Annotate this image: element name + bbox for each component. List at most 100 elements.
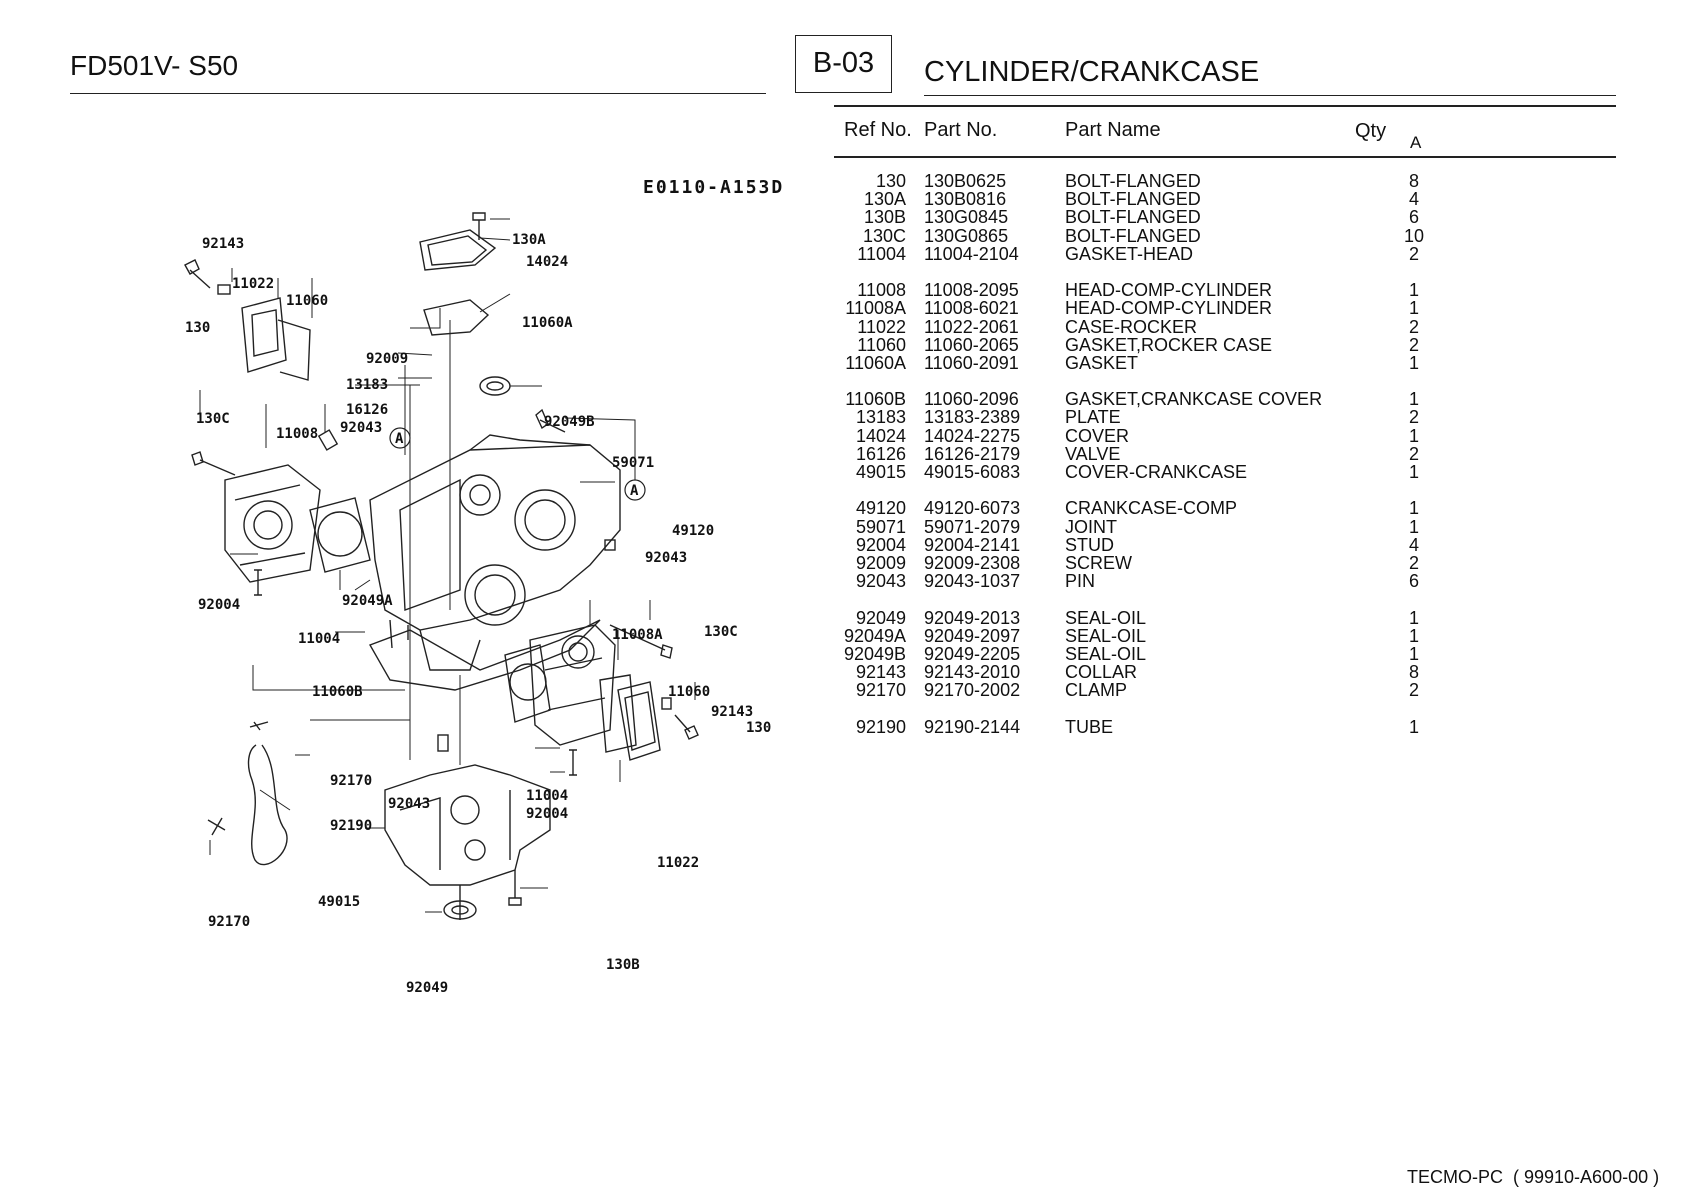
part-name: GASKET-HEAD xyxy=(1065,243,1194,264)
part-qty: 1 xyxy=(1408,462,1419,482)
part-name: GASKET,CRANKCASE COVER xyxy=(1065,389,1323,410)
part-qty: 1 xyxy=(1408,625,1419,646)
part-name: HEAD-COMP-CYLINDER xyxy=(1065,298,1273,319)
part-number: 13183-2389 xyxy=(924,407,1021,428)
callout-label: 92143 xyxy=(202,236,244,252)
part-ref-no: 92049A xyxy=(843,625,906,646)
callout-label: 13183 xyxy=(346,377,388,393)
part-name: HEAD-COMP-CYLINDER xyxy=(1065,280,1273,301)
part-qty: 1 xyxy=(1408,516,1419,537)
part-qty: 1 xyxy=(1408,716,1419,737)
part-ref-no: 11008A xyxy=(845,298,906,319)
part-number: 16126-2179 xyxy=(924,443,1021,464)
part-qty: 1 xyxy=(1408,498,1419,519)
part-ref-no: 11008 xyxy=(857,280,906,301)
part-ref-no: 92170 xyxy=(855,680,906,701)
ref-marker-circle xyxy=(624,479,646,501)
part-name: PIN xyxy=(1065,571,1096,592)
part-ref-no: 92009 xyxy=(855,552,906,573)
callout-label: 130 xyxy=(746,720,771,736)
callout-label: 14024 xyxy=(526,254,568,270)
part-qty: 2 xyxy=(1408,407,1419,428)
drawing-code: E0110-A153D xyxy=(643,177,784,198)
part-number: 130B0625 xyxy=(924,171,1007,191)
part-number: 49015-6083 xyxy=(924,462,1021,482)
diagram-ref-markers: A A xyxy=(389,427,646,501)
part-number: 92004-2141 xyxy=(924,534,1021,555)
part-name: VALVE xyxy=(1065,443,1121,464)
part-name: SCREW xyxy=(1065,552,1132,573)
callout-label: 92004 xyxy=(526,806,568,822)
callout-label: 92043 xyxy=(645,550,687,566)
part-qty: 2 xyxy=(1408,316,1419,337)
header-rule-right xyxy=(924,95,1616,96)
part-name: COVER-CRANKCASE xyxy=(1065,462,1248,482)
callout-label: 11060A xyxy=(522,315,573,331)
part-ref-no: 11060 xyxy=(857,334,906,355)
ref-marker-label: A xyxy=(630,483,639,499)
callout-label: 59071 xyxy=(612,455,654,471)
callout-label: 130C xyxy=(704,624,738,640)
part-number: 92190-2144 xyxy=(924,716,1021,737)
callout-label: 92170 xyxy=(330,773,372,789)
part-ref-no: 92049 xyxy=(855,607,906,628)
part-ref-no: 92004 xyxy=(855,534,906,555)
callout-label: 92170 xyxy=(208,914,250,930)
callout-label: 92043 xyxy=(388,796,430,812)
callout-label: 130 xyxy=(185,320,210,336)
part-number: 92049-2097 xyxy=(924,625,1021,646)
part-name: GASKET xyxy=(1065,352,1139,373)
part-number: 130B0816 xyxy=(924,189,1007,210)
part-name: CASE-ROCKER xyxy=(1065,316,1198,337)
part-qty: 8 xyxy=(1408,662,1419,683)
model-title: FD501V- S50 xyxy=(70,50,239,81)
part-ref-no: 11022 xyxy=(857,316,906,337)
part-name: CRANKCASE-COMP xyxy=(1065,498,1238,519)
part-ref-no: 14024 xyxy=(855,425,906,446)
part-ref-no: 130 xyxy=(875,171,906,191)
part-qty: 8 xyxy=(1408,171,1419,191)
part-number: 130G0845 xyxy=(924,207,1009,228)
part-ref-no: 11060B xyxy=(845,389,906,410)
part-number: 92049-2013 xyxy=(924,607,1021,628)
callout-label: 130A xyxy=(512,232,546,248)
footer-catalog-code: TECMO-PC ( 99910-A600-00 ) xyxy=(1407,1167,1660,1187)
part-number: 11008-6021 xyxy=(924,298,1019,319)
part-qty: 2 xyxy=(1408,443,1419,464)
part-number: 14024-2275 xyxy=(924,425,1021,446)
table-header-rule xyxy=(834,156,1616,158)
column-header-qty-sub: A xyxy=(1410,133,1422,152)
part-qty: 4 xyxy=(1408,534,1419,555)
diagram-leader-lines xyxy=(199,218,696,913)
part-number: 11060-2065 xyxy=(924,334,1019,355)
column-header-name: Part Name xyxy=(1065,119,1161,141)
callout-label: 11060B xyxy=(312,684,363,700)
callout-label: 49015 xyxy=(318,894,360,910)
callout-label: 11022 xyxy=(657,855,699,871)
callout-label: 16126 xyxy=(346,402,388,418)
diagram-linework xyxy=(184,212,699,920)
part-name: CLAMP xyxy=(1065,680,1128,701)
callout-label: 11060 xyxy=(286,293,328,309)
part-qty: 1 xyxy=(1408,298,1419,319)
part-ref-no: 49015 xyxy=(855,462,906,482)
part-name: TUBE xyxy=(1065,716,1114,737)
part-ref-no: 92049B xyxy=(843,643,906,664)
part-ref-no: 92190 xyxy=(855,716,906,737)
part-ref-no: 11004 xyxy=(857,243,906,264)
part-qty: 1 xyxy=(1408,425,1419,446)
part-ref-no: 130B xyxy=(863,207,906,228)
part-number: 49120-6073 xyxy=(924,498,1021,519)
part-name: JOINT xyxy=(1065,516,1117,537)
part-name: PLATE xyxy=(1065,407,1121,428)
part-qty: 1 xyxy=(1408,280,1419,301)
part-number: 92049-2205 xyxy=(924,643,1021,664)
part-ref-no: 92043 xyxy=(855,571,906,592)
part-name: COVER xyxy=(1065,425,1130,446)
part-name: STUD xyxy=(1065,534,1114,555)
callout-label: 92004 xyxy=(198,597,240,613)
part-ref-no: 92143 xyxy=(855,662,906,683)
part-number: 59071-2079 xyxy=(924,516,1021,537)
section-code-box: B-03 xyxy=(795,35,892,93)
callout-label: 92190 xyxy=(330,818,372,834)
